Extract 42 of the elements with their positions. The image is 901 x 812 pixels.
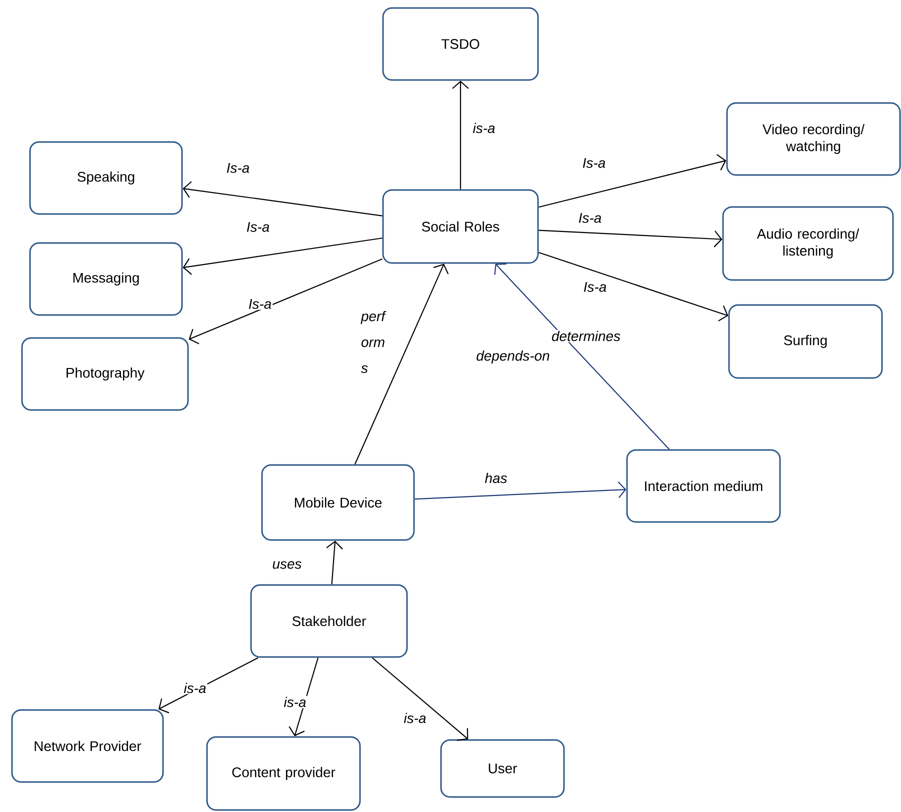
concept-box: User [440,739,565,798]
arrow [354,264,449,464]
arrow [414,481,626,500]
edge-label: determines [550,330,622,342]
arrow [182,181,382,216]
edge-label: has [484,472,508,484]
arrow [188,258,382,344]
concept-box: Speaking [29,141,183,215]
edge-label: perf orm s [360,310,392,374]
arrow [538,230,722,248]
edge-label: is-a [472,122,496,134]
concept-box: Surfing [728,304,883,379]
concept-box: Audio recording/ listening [722,206,894,281]
edge-label: Is-a [245,221,271,233]
concept-box: Photography [21,337,189,411]
edge-label: Is-a [581,157,607,169]
arrow [326,540,343,584]
concept-box: TSDO [382,7,539,81]
text-label: depends-on [476,350,550,364]
edge-label: Is-a [582,281,608,293]
arrow [538,252,728,322]
edge-label: uses [271,560,303,570]
concept-box: Messaging [29,242,183,316]
arrow [372,657,468,741]
concept-box: Network Provider [11,709,164,783]
concept-box: Interaction medium [626,449,781,523]
arrow [538,154,726,208]
concept-box: Video recording/ watching [726,102,901,176]
arrow [494,263,670,450]
edge-label: is-a [182,682,208,694]
edge-label: is-a [402,712,428,724]
concept-box: Mobile Device [261,464,415,541]
concept-box: Content provider [206,736,361,811]
concept-box: Stakeholder [250,584,408,658]
arrow [182,238,382,275]
edge-label: Is-a [247,298,273,310]
edge-label: is-a [282,696,308,708]
arrow [452,80,469,190]
concept-box: Social Roles [382,189,539,264]
arrow [288,658,319,736]
edge-label: Is-a [577,212,603,224]
edge-label: Is-a [225,162,251,174]
